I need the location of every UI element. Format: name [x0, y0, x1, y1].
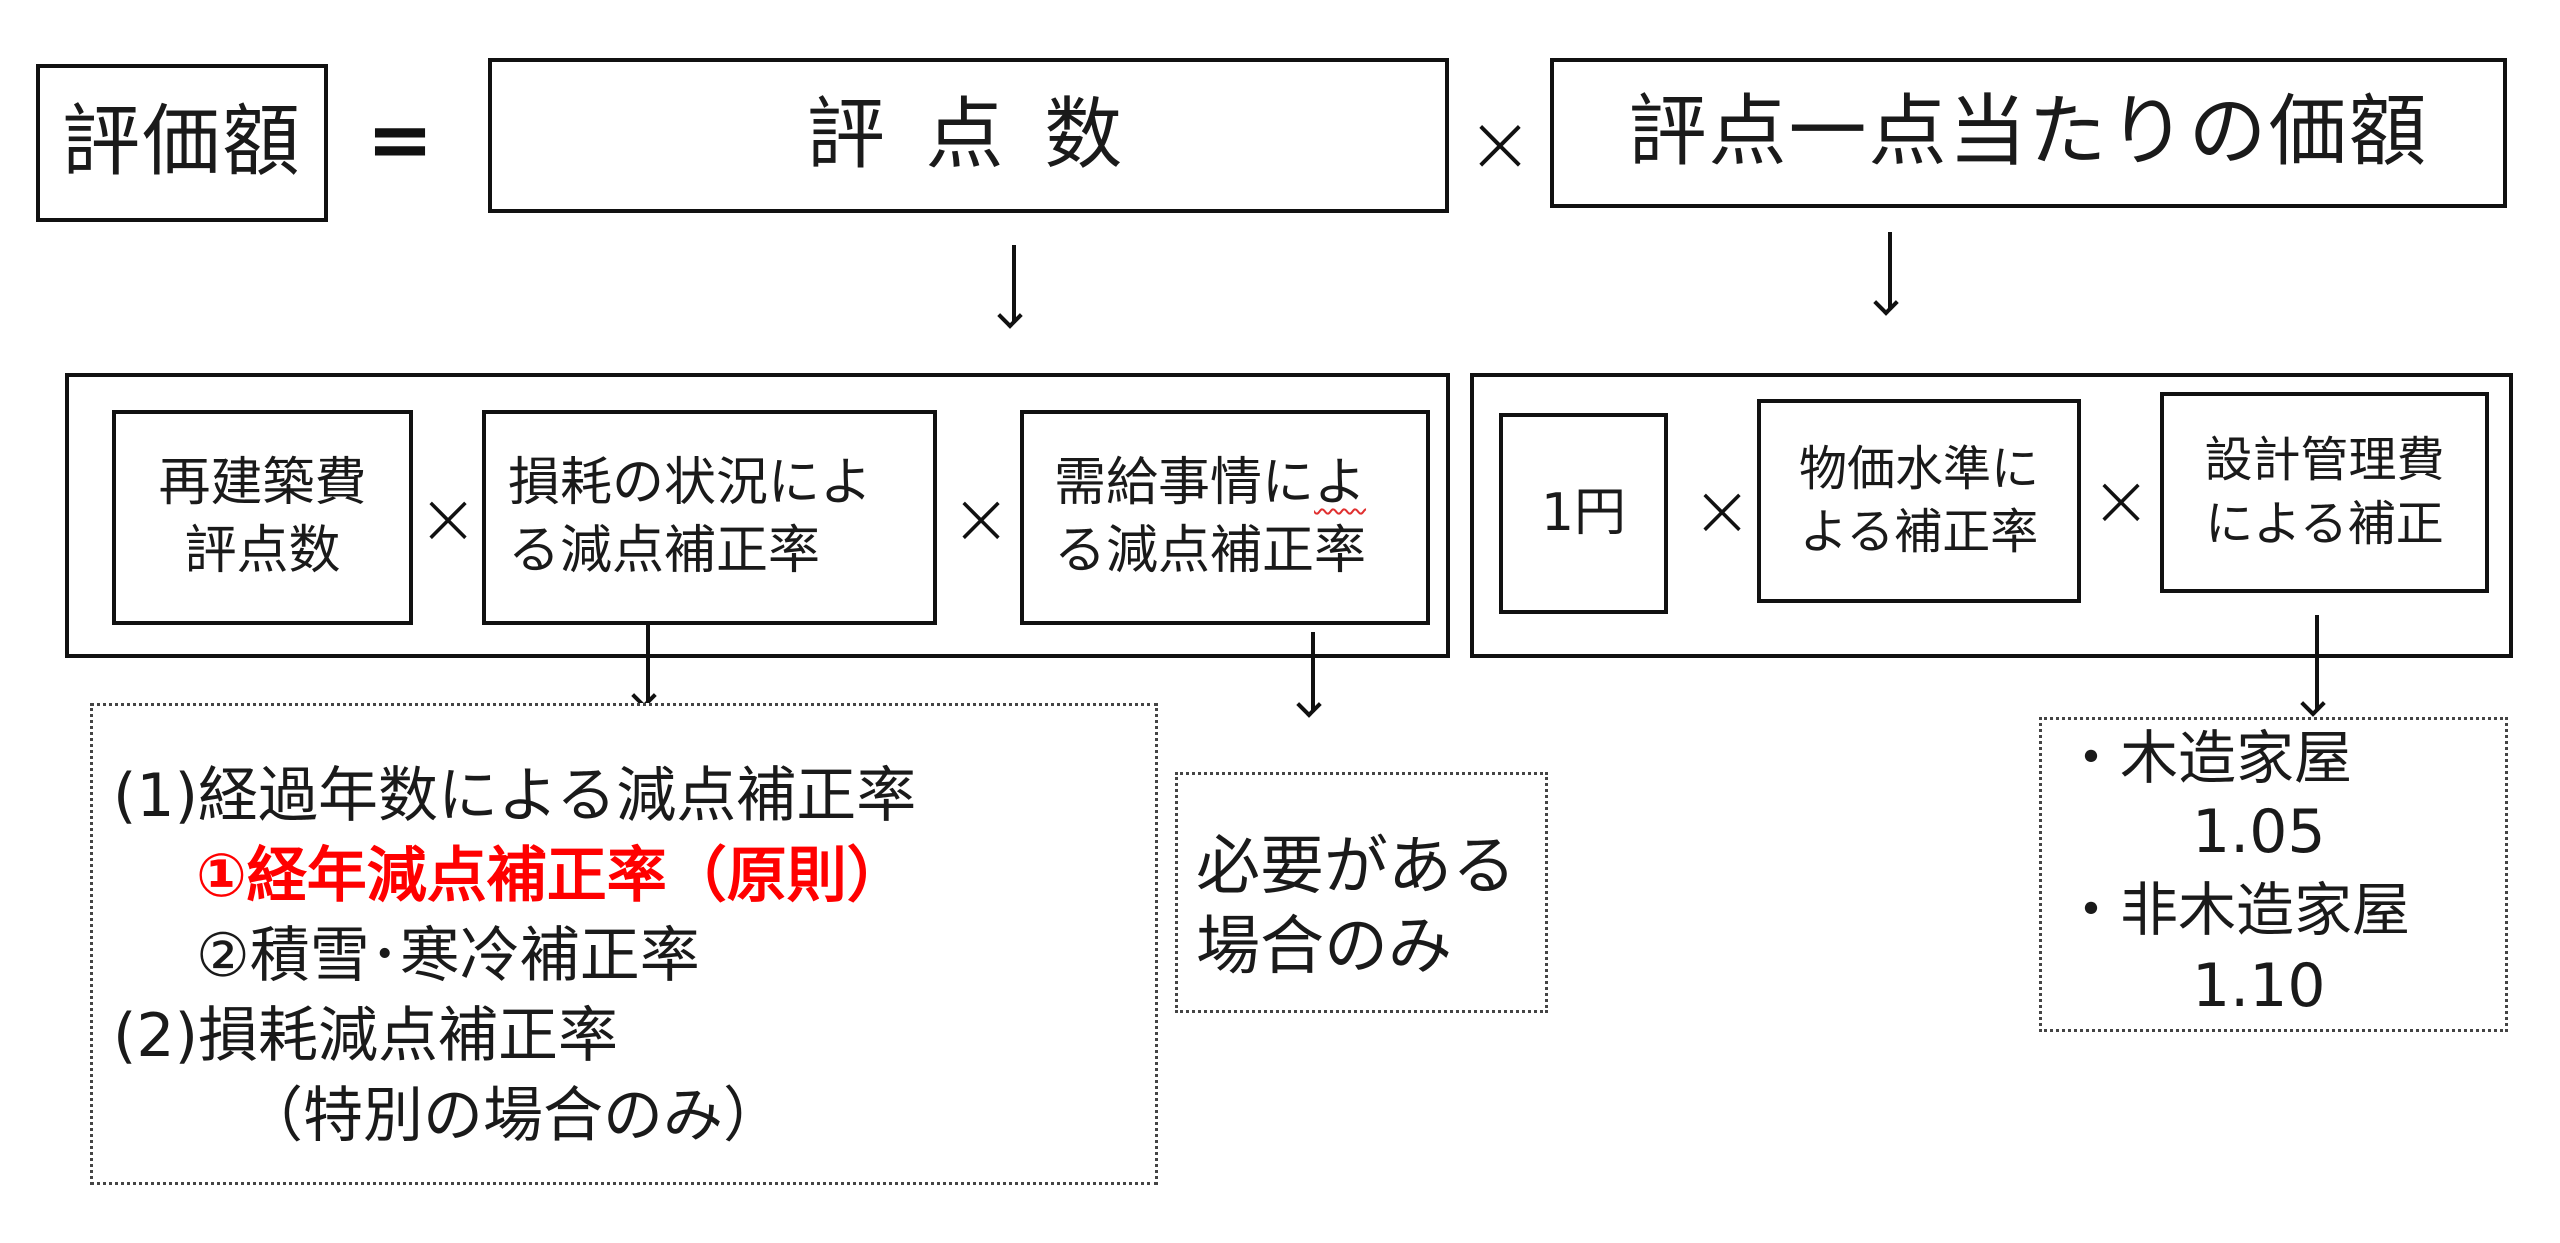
- note-line-1: (1)経過年数による減点補正率: [113, 761, 917, 831]
- equals-sign: =: [366, 93, 434, 186]
- non-wooden-house-value: 1.10: [2192, 951, 2326, 1021]
- note-line-2-highlight: ①経年減点補正率（原則）: [196, 841, 907, 911]
- design-cost-line2: による補正: [2205, 495, 2444, 552]
- wear-rate-line1: 損耗の状況によ: [508, 452, 873, 513]
- wooden-house-value: 1.05: [2192, 797, 2326, 867]
- multiply-sign: ×: [950, 476, 1012, 560]
- one-yen-box: 1円: [1499, 413, 1668, 614]
- multiply-sign: ×: [2090, 458, 2152, 542]
- design-cost-note-box: ・木造家屋 1.05 ・非木造家屋 1.10: [2039, 717, 2508, 1032]
- rebuild-cost-box: 再建築費 評点数: [112, 410, 413, 625]
- price-level-box: 物価水準に よる補正率: [1757, 399, 2081, 603]
- one-yen-label: 1円: [1540, 482, 1627, 543]
- wooden-house-label: ・木造家屋: [2062, 724, 2353, 792]
- arrow-down-icon: [2315, 615, 2319, 711]
- note-line-3: ②積雪･寒冷補正率: [196, 921, 700, 991]
- wear-rate-line2: る減点補正率: [508, 520, 821, 581]
- supply-demand-line2: る減点補正率: [1054, 520, 1367, 581]
- non-wooden-house-label: ・非木造家屋: [2062, 876, 2411, 944]
- spellcheck-underline: よ: [1314, 452, 1367, 513]
- price-factors-group: [1470, 373, 2513, 658]
- rebuild-cost-line2: 評点数: [184, 520, 341, 581]
- arrow-down-icon: [1311, 632, 1315, 712]
- score-factors-group: [65, 373, 1450, 658]
- depreciation-notes-box: (1)経過年数による減点補正率 ①経年減点補正率（原則） ②積雪･寒冷補正率 (…: [90, 703, 1158, 1185]
- price-level-line1: 物価水準に: [1798, 440, 2039, 497]
- result-box: 評価額: [36, 64, 328, 222]
- score-label: 評 点 数: [806, 89, 1131, 180]
- supply-demand-note-line1: 必要がある: [1196, 830, 1516, 904]
- supply-demand-line1-text: 需給事情によ: [1054, 452, 1367, 513]
- wear-rate-box: 損耗の状況によ る減点補正率: [482, 410, 937, 625]
- rebuild-cost-line1: 再建築費: [158, 452, 367, 513]
- multiply-sign: ×: [1691, 468, 1753, 552]
- multiply-sign: ×: [417, 476, 479, 560]
- arrow-down-icon: [646, 625, 650, 703]
- supply-demand-box: 需給事情によ る減点補正率: [1020, 410, 1430, 625]
- arrow-down-icon: [1888, 232, 1892, 310]
- design-cost-line1: 設計管理費: [2204, 432, 2445, 489]
- multiply-sign-top: ×: [1466, 97, 1534, 190]
- score-box: 評 点 数: [488, 58, 1449, 213]
- supply-demand-line1: 需給事情によ: [1054, 450, 1366, 518]
- unit-price-label: 評点一点当たりの価額: [1628, 87, 2429, 178]
- arrow-down-icon: [1012, 245, 1016, 323]
- supply-demand-note-line2: 場合のみ: [1196, 910, 1452, 984]
- supply-demand-note-box: 必要がある 場合のみ: [1175, 772, 1548, 1013]
- unit-price-box: 評点一点当たりの価額: [1550, 58, 2507, 208]
- note-line-5: （特別の場合のみ）: [243, 1081, 783, 1151]
- price-level-line2: よる補正率: [1799, 504, 2039, 560]
- design-cost-box: 設計管理費 による補正: [2160, 392, 2489, 593]
- note-line-4: (2)損耗減点補正率: [113, 1001, 618, 1071]
- result-label: 評価額: [61, 97, 302, 188]
